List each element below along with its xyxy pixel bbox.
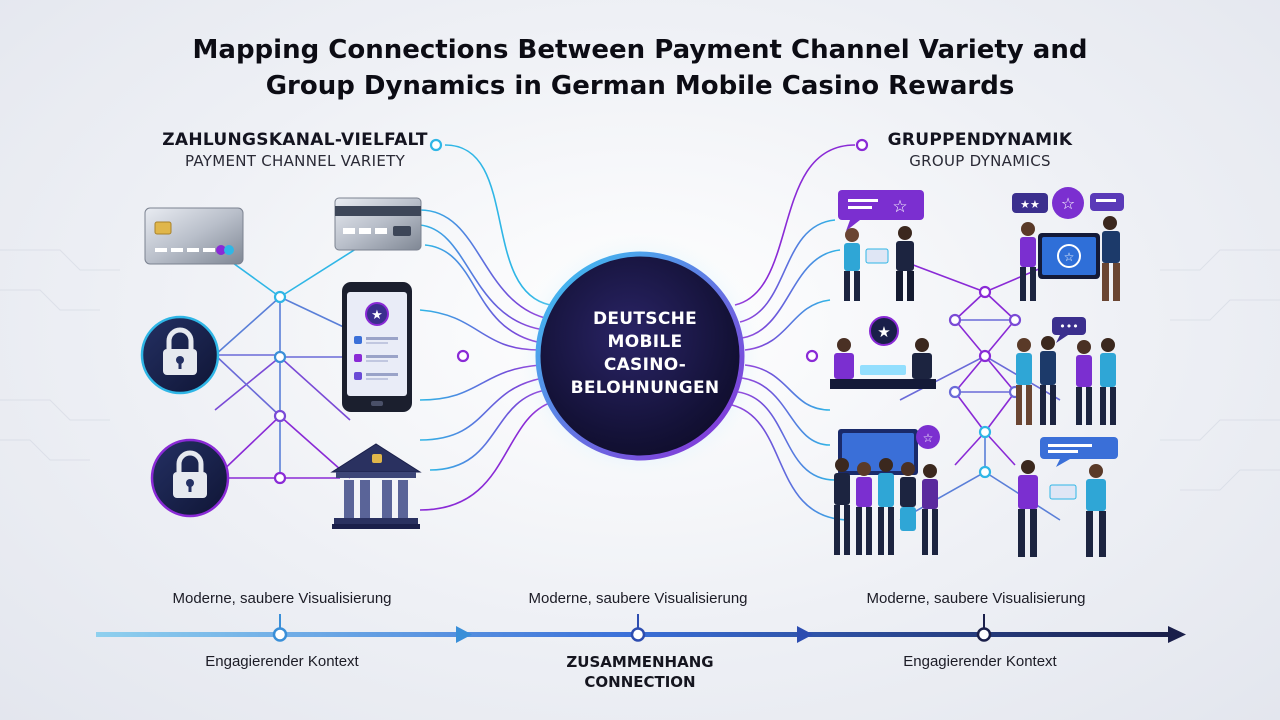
bank-card-icon bbox=[334, 197, 422, 251]
group-heading-en: GROUP DYNAMICS bbox=[909, 152, 1051, 170]
bank-building-icon bbox=[330, 443, 422, 529]
central-hub bbox=[512, 228, 768, 484]
payment-channel-heading: ZAHLUNGSKANAL-VIELFALT PAYMENT CHANNEL V… bbox=[140, 130, 450, 170]
node-top-left bbox=[429, 138, 443, 152]
presentation-group-scene: ☆ bbox=[834, 425, 940, 555]
timeline-caption-top-3: Moderne, saubere Visualisierung bbox=[866, 590, 1086, 607]
title-line-2: Group Dynamics in German Mobile Casino R… bbox=[265, 71, 1015, 101]
svg-text:•••: ••• bbox=[1059, 320, 1078, 333]
svg-text:☆: ☆ bbox=[892, 197, 907, 217]
timeline-caption-bottom-2: Engagierender Kontext bbox=[903, 653, 1057, 670]
svg-text:★: ★ bbox=[371, 308, 383, 323]
table-discussion-scene: ★ bbox=[830, 316, 936, 389]
hub-label: DEUTSCHE MOBILE CASINO- BELOHNUNGEN bbox=[555, 308, 735, 400]
group-chat-scene: ••• bbox=[1016, 317, 1116, 425]
timeline-arrow bbox=[96, 614, 1186, 643]
timeline-caption-top-1: Moderne, saubere Visualisierung bbox=[172, 590, 392, 607]
document-exchange-scene bbox=[1018, 437, 1118, 557]
padlock-icon bbox=[150, 438, 230, 518]
tablet-rating-scene: ★★ ☆ ☆ bbox=[1012, 187, 1124, 301]
hub-line-2: MOBILE bbox=[607, 332, 683, 352]
group-heading-de: GRUPPENDYNAMIK bbox=[887, 130, 1073, 150]
connection-label-en: CONNECTION bbox=[584, 673, 696, 691]
timeline-caption-top-2: Moderne, saubere Visualisierung bbox=[528, 590, 748, 607]
smartphone-icon: ★ bbox=[342, 282, 412, 412]
payment-heading-de: ZAHLUNGSKANAL-VIELFALT bbox=[162, 130, 428, 150]
hub-line-3: CASINO- bbox=[603, 355, 687, 375]
svg-text:☆: ☆ bbox=[1061, 194, 1075, 213]
hub-line-1: DEUTSCHE bbox=[592, 309, 698, 329]
svg-text:★★: ★★ bbox=[1020, 198, 1040, 211]
hub-line-4: BELOHNUNGEN bbox=[570, 378, 720, 398]
title-line-1: Mapping Connections Between Payment Chan… bbox=[192, 35, 1088, 65]
payment-heading-en: PAYMENT CHANNEL VARIETY bbox=[184, 152, 406, 170]
timeline-arrowhead bbox=[1168, 626, 1186, 643]
timeline-node bbox=[976, 627, 992, 642]
network-nodes bbox=[273, 138, 1022, 485]
group-dynamics-heading: GRUPPENDYNAMIK GROUP DYNAMICS bbox=[860, 130, 1100, 170]
svg-text:☆: ☆ bbox=[1064, 250, 1075, 264]
timeline-node bbox=[272, 627, 288, 642]
timeline-arrowhead bbox=[456, 626, 472, 643]
credit-card-icon bbox=[144, 207, 244, 265]
timeline-arrowhead bbox=[797, 626, 813, 643]
connection-label-de: ZUSAMMENHANG bbox=[566, 653, 714, 671]
circuit-background bbox=[0, 249, 1280, 491]
team-review-scene: ☆ bbox=[838, 190, 924, 301]
timeline-node bbox=[630, 627, 646, 642]
padlock-icon bbox=[140, 315, 220, 395]
page-title: Mapping Connections Between Payment Chan… bbox=[0, 32, 1280, 104]
timeline-caption-bottom-1: Engagierender Kontext bbox=[205, 653, 359, 670]
svg-text:★: ★ bbox=[877, 323, 890, 341]
svg-text:☆: ☆ bbox=[923, 431, 934, 445]
connection-label: ZUSAMMENHANG CONNECTION bbox=[490, 652, 790, 692]
